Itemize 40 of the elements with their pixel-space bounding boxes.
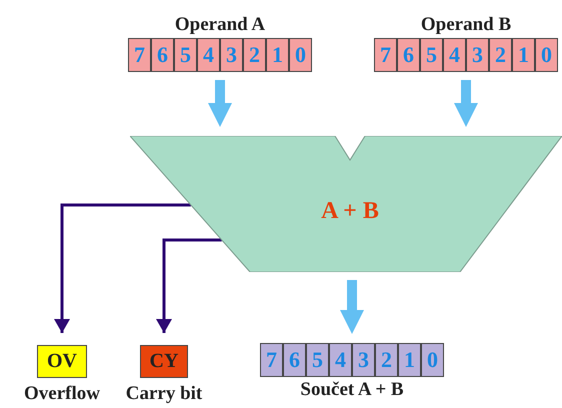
bit-cell: 2 [489, 38, 512, 72]
flag-caption: Carry bit [124, 383, 204, 405]
bit-cell: 5 [420, 38, 443, 72]
bit-cell: 1 [398, 343, 421, 377]
block-arrow [340, 280, 364, 334]
bit-cell: 0 [421, 343, 444, 377]
block-arrow [454, 80, 478, 127]
bit-cell: 3 [352, 343, 375, 377]
bit-cell: 2 [375, 343, 398, 377]
bit-cell: 4 [329, 343, 352, 377]
flag-box: OV [37, 345, 87, 378]
bit-cell: 1 [512, 38, 535, 72]
bit-cell: 6 [397, 38, 420, 72]
operation-label: A + B [320, 200, 380, 222]
bit-cell: 7 [128, 38, 151, 72]
bit-cell: 3 [466, 38, 489, 72]
bit-cell: 7 [260, 343, 283, 377]
bit-cell: 2 [243, 38, 266, 72]
arrow [54, 204, 191, 333]
bit-cell: 4 [197, 38, 220, 72]
bit-cell: 6 [151, 38, 174, 72]
register [374, 14, 558, 72]
bit-cell: 0 [289, 38, 312, 72]
bit-cell: 6 [283, 343, 306, 377]
alu-block [130, 136, 562, 272]
flag-caption: Overflow [23, 383, 101, 405]
register-heading: Operand B [420, 14, 512, 36]
bit-cell: 5 [306, 343, 329, 377]
bit-cell: 1 [266, 38, 289, 72]
bit-cell: 0 [535, 38, 558, 72]
arrow [156, 238, 222, 333]
register [128, 14, 312, 72]
flag-box: CY [140, 345, 188, 378]
bit-cell: 5 [174, 38, 197, 72]
bit-cell: 3 [220, 38, 243, 72]
bit-cell: 4 [443, 38, 466, 72]
register-heading: Součet A + B [299, 379, 405, 401]
register-heading: Operand A [174, 14, 266, 36]
bit-cell: 7 [374, 38, 397, 72]
block-arrow [208, 80, 232, 127]
